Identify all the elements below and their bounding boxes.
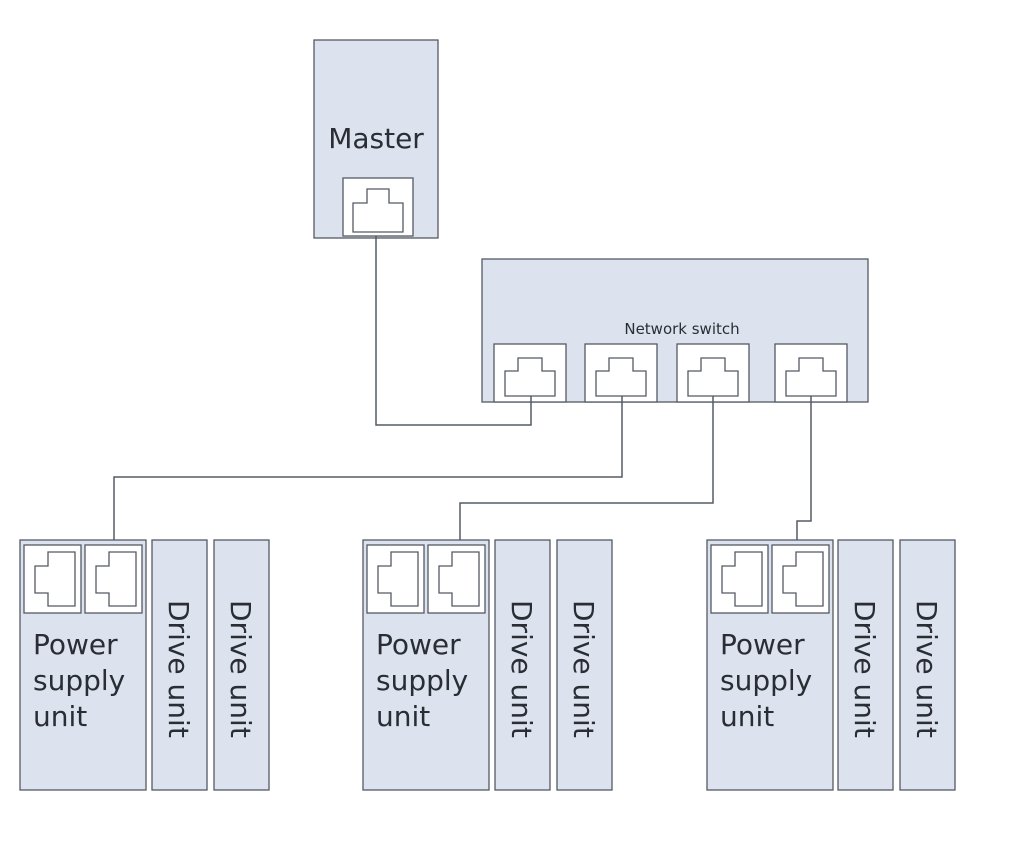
ethernet-port-icon: [710, 544, 769, 614]
drive-unit-1: [494, 539, 551, 791]
psu-port-2[interactable]: [427, 544, 486, 614]
psu-port-1[interactable]: [23, 544, 82, 614]
ethernet-port-icon: [427, 544, 486, 614]
drive-unit-1: [151, 539, 208, 791]
ethernet-port-icon: [84, 544, 143, 614]
cable-switch-to-group-3: [796, 396, 812, 545]
switch-port-1[interactable]: [493, 343, 567, 403]
ethernet-port-icon: [584, 343, 658, 403]
master-label: Master: [328, 122, 424, 155]
drive-unit-2: [213, 539, 270, 791]
drive-group-3: Power supply unit Drive unit Drive unit: [706, 539, 956, 791]
psu-label: Power supply unit: [33, 628, 134, 733]
switch-port-3[interactable]: [676, 343, 750, 403]
drive-unit-label: Drive unit: [848, 600, 881, 738]
psu-port-2[interactable]: [771, 544, 830, 614]
drive-unit-label: Drive unit: [567, 600, 600, 738]
ethernet-port-icon: [366, 544, 425, 614]
drive-unit-label: Drive unit: [224, 600, 257, 738]
master-device: Master: [313, 39, 439, 239]
drive-unit-label: Drive unit: [505, 600, 538, 738]
ethernet-port-icon: [342, 177, 414, 237]
cables: [113, 236, 812, 545]
ethernet-port-icon: [23, 544, 82, 614]
switch-label: Network switch: [624, 320, 739, 338]
ethernet-port-icon: [771, 544, 830, 614]
cable-switch-to-group-2: [459, 396, 714, 545]
cable-switch-to-group-1: [113, 396, 623, 545]
drive-unit-label: Drive unit: [162, 600, 195, 738]
drive-unit-2: [899, 539, 956, 791]
drive-group-2: Power supply unit Drive unit Drive unit: [362, 539, 613, 791]
cable-master-to-switch: [375, 236, 532, 426]
psu-label: Power supply unit: [376, 628, 477, 733]
psu-port-2[interactable]: [84, 544, 143, 614]
ethernet-port-icon: [676, 343, 750, 403]
psu-label: Power supply unit: [720, 628, 821, 733]
drive-unit-1: [837, 539, 894, 791]
switch-port-4[interactable]: [774, 343, 848, 403]
psu-port-1[interactable]: [710, 544, 769, 614]
drive-unit-2: [556, 539, 613, 791]
ethernet-port-icon: [493, 343, 567, 403]
drive-unit-label: Drive unit: [910, 600, 943, 738]
master-ethernet-port[interactable]: [342, 177, 414, 237]
network-switch-device: Network switch: [481, 258, 869, 403]
psu-port-1[interactable]: [366, 544, 425, 614]
switch-port-2[interactable]: [584, 343, 658, 403]
drive-group-1: Power supply unit Drive unit Drive unit: [19, 539, 270, 791]
